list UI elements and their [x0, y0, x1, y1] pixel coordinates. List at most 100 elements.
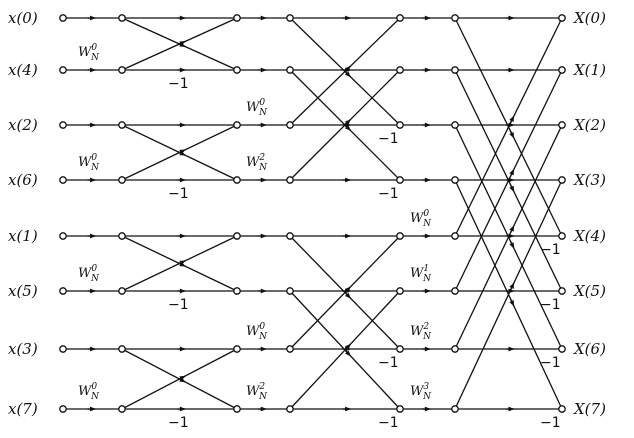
flow-node	[396, 66, 404, 74]
flow-node	[59, 287, 67, 295]
flow-node	[558, 66, 566, 74]
flow-node	[233, 345, 241, 353]
flow-nodes	[59, 14, 566, 413]
negation-label: −1	[540, 415, 561, 431]
flow-node	[233, 66, 241, 74]
flow-node	[59, 232, 67, 240]
flow-node	[118, 121, 126, 129]
output-label: X(3)	[573, 171, 606, 189]
flow-node	[286, 345, 294, 353]
flow-node	[558, 287, 566, 295]
stage3-cross-6	[454, 124, 563, 350]
flow-node	[59, 121, 67, 129]
flow-node	[233, 232, 241, 240]
negation-label: −1	[540, 242, 561, 258]
flow-node	[286, 176, 294, 184]
flow-node	[59, 14, 67, 22]
flow-node	[558, 345, 566, 353]
flow-node	[396, 345, 404, 353]
stage1-cross-1	[121, 17, 238, 71]
flow-node	[118, 232, 126, 240]
flow-node	[558, 405, 566, 413]
flow-node	[233, 176, 241, 184]
flow-node	[451, 287, 459, 295]
stage1-cross-3	[121, 124, 238, 181]
input-label: x(3)	[8, 340, 38, 358]
flow-node	[396, 14, 404, 22]
flow-node	[451, 66, 459, 74]
output-label: X(2)	[573, 116, 606, 134]
output-label: X(5)	[573, 282, 606, 300]
negation-label: −1	[540, 297, 561, 313]
flow-node	[233, 287, 241, 295]
output-label: X(0)	[573, 9, 606, 27]
negation-label: −1	[378, 355, 399, 371]
flow-node	[286, 14, 294, 22]
flow-node	[286, 287, 294, 295]
flow-node	[233, 121, 241, 129]
stage3-cross-5	[454, 69, 563, 292]
negation-label: −1	[378, 186, 399, 202]
output-label: X(4)	[573, 227, 606, 245]
flow-node	[118, 66, 126, 74]
flow-node	[451, 14, 459, 22]
stage3-cross-4	[454, 17, 563, 237]
input-label: x(6)	[8, 171, 38, 189]
flow-node	[558, 14, 566, 22]
flow-node	[286, 232, 294, 240]
flow-node	[286, 121, 294, 129]
flow-node	[396, 232, 404, 240]
input-label: x(5)	[8, 282, 38, 300]
signal-flow-edges	[63, 15, 563, 412]
stage2-cross-6	[289, 235, 401, 350]
flow-node	[59, 405, 67, 413]
input-label: x(0)	[8, 9, 38, 27]
stage2-cross-2	[289, 17, 401, 126]
output-label: X(7)	[573, 400, 606, 418]
flow-node	[118, 405, 126, 413]
stage2-cross-3	[289, 69, 401, 181]
negation-label: −1	[168, 186, 189, 202]
flow-node	[118, 345, 126, 353]
negation-label: −1	[378, 415, 399, 431]
flow-node	[396, 176, 404, 184]
stage1-cross-7	[121, 348, 238, 410]
flow-node	[118, 14, 126, 22]
flow-node	[59, 66, 67, 74]
flow-node	[286, 66, 294, 74]
flow-node	[558, 232, 566, 240]
flow-node	[451, 176, 459, 184]
flow-node	[233, 405, 241, 413]
negation-label: −1	[168, 415, 189, 431]
flow-node	[451, 121, 459, 129]
negation-label: −1	[540, 355, 561, 371]
flow-node	[286, 405, 294, 413]
flow-node	[396, 121, 404, 129]
negation-label: −1	[168, 76, 189, 92]
flow-node	[558, 176, 566, 184]
negation-label: −1	[378, 131, 399, 147]
stage2-cross-7	[289, 290, 401, 410]
output-label: X(1)	[573, 61, 606, 79]
flow-node	[233, 14, 241, 22]
flow-node	[396, 287, 404, 295]
flow-node	[59, 176, 67, 184]
flow-node	[451, 405, 459, 413]
flow-node	[118, 176, 126, 184]
input-label: x(4)	[8, 61, 38, 79]
stage1-cross-5	[121, 235, 238, 292]
stage3-cross-7	[454, 179, 563, 410]
flow-node	[558, 121, 566, 129]
output-label: X(6)	[573, 340, 606, 358]
input-label: x(7)	[8, 400, 38, 418]
